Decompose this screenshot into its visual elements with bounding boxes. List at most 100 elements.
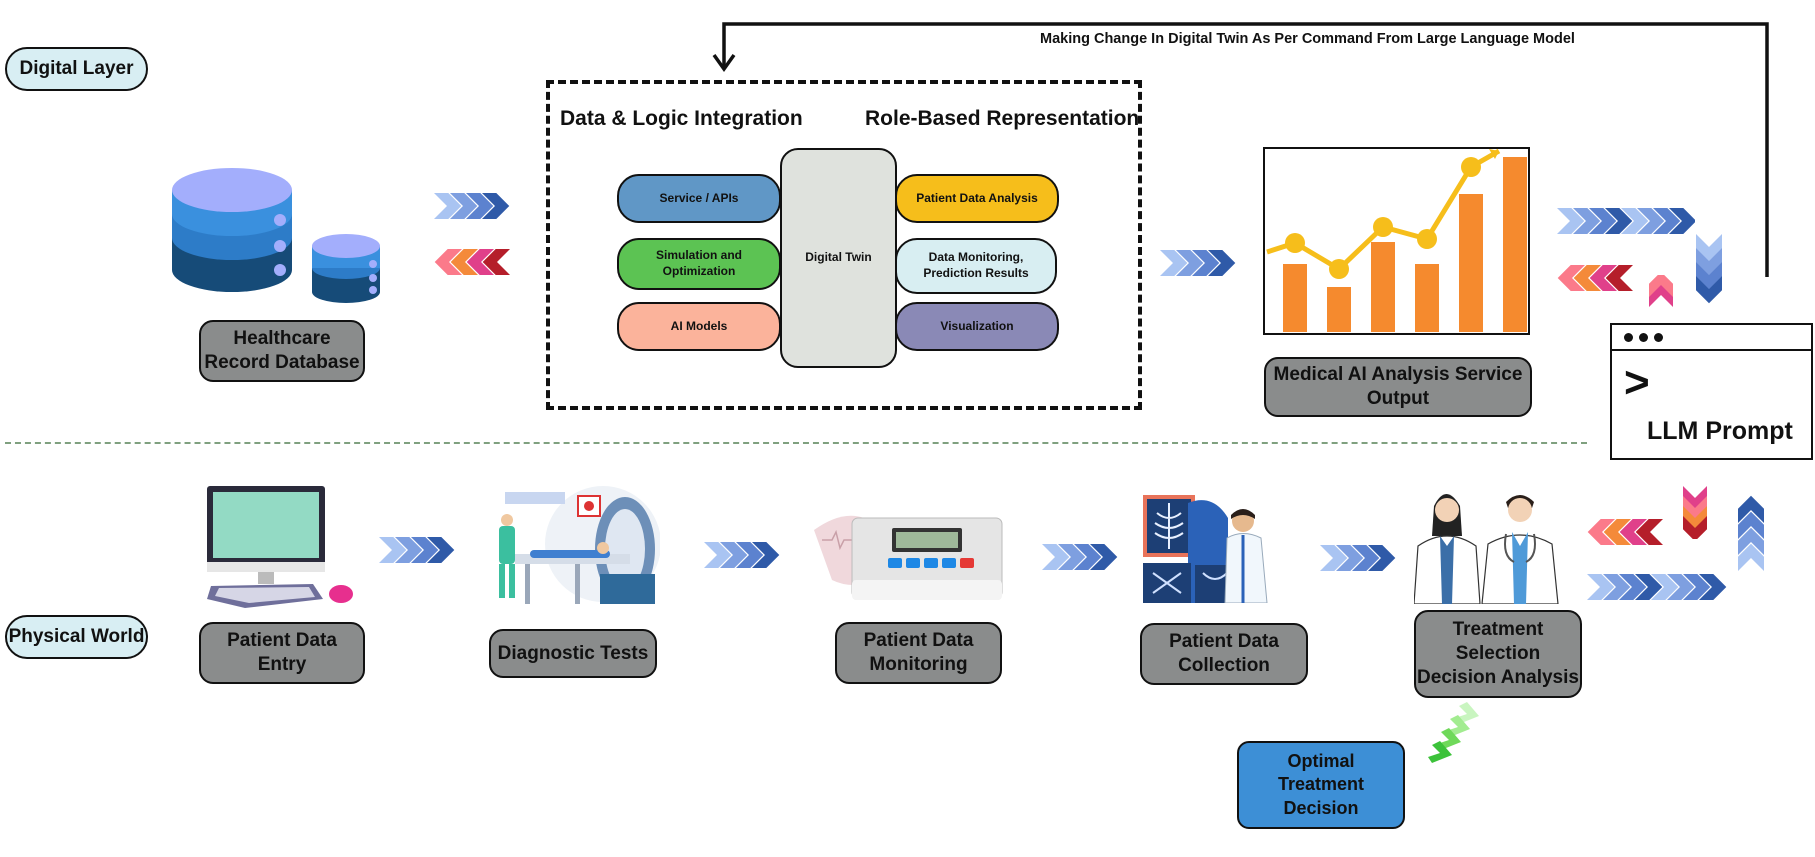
arrow-left-to-database-chevron-2 (450, 249, 478, 275)
arrow-to-ai-output-chevron-2 (1192, 250, 1220, 276)
feedback-arrow (712, 22, 1769, 277)
arrow-left-to-database-chevron-1 (466, 249, 494, 275)
arrow-right-to-integration-chevron-2 (466, 193, 494, 219)
arrow-left-to-database (434, 249, 510, 275)
arrow-llm-to-treatment-chevron-2 (1603, 519, 1631, 545)
chevron-up-small-icon-chevron-1 (1649, 275, 1673, 297)
chevron-down-stack-icon (1696, 234, 1722, 304)
arrow-right-to-integration-chevron-0 (434, 193, 462, 219)
ai-models-pill: AI Models (617, 302, 781, 351)
arrow-monitoring-to-collection-chevron-2 (1074, 544, 1102, 570)
chevron-down-stack-icon-chevron-1 (1696, 248, 1722, 276)
chevron-down-stack-icon-chevron-3 (1696, 276, 1722, 304)
arrow-to-llm-chevron-4 (1621, 208, 1649, 234)
xray-doctor-icon (1143, 495, 1268, 603)
arrow-from-llm-chevron-2 (1573, 265, 1601, 291)
arrow-to-llm-chevron-3 (1605, 208, 1633, 234)
arrow-tests-to-monitoring (704, 542, 780, 568)
chevron-up-blue-stack-icon (1738, 495, 1764, 571)
chevron-up-blue-stack-icon-chevron-1 (1738, 527, 1764, 555)
simulation-optimization-pill: Simulation and Optimization (617, 238, 781, 290)
arrow-treatment-to-llm-chevron-7 (1699, 574, 1727, 600)
arrow-collection-to-treatment-chevron-1 (1336, 545, 1364, 571)
prompt-cursor: > (1624, 358, 1650, 407)
patient-data-monitoring-label: Patient Data Monitoring (835, 622, 1002, 684)
arrow-to-llm-chevron-6 (1653, 208, 1681, 234)
arrow-from-llm-chevron-1 (1589, 265, 1617, 291)
visualization-pill: Visualization (895, 302, 1059, 351)
arrow-from-llm-chevron-3 (1557, 265, 1585, 291)
physical-world-label: Physical World (5, 615, 148, 659)
chevron-down-stack-icon-chevron-0 (1696, 234, 1722, 262)
integration-container (546, 80, 1142, 410)
arrow-treatment-to-llm-chevron-2 (1619, 574, 1647, 600)
arrow-right-to-integration-chevron-3 (482, 193, 510, 219)
arrow-to-ai-output (1160, 250, 1236, 276)
mri-scanner-icon (499, 486, 660, 604)
arrow-treatment-to-llm-chevron-0 (1587, 574, 1615, 600)
arrow-tests-to-monitoring-chevron-0 (704, 542, 732, 568)
arrow-tests-to-monitoring-chevron-1 (720, 542, 748, 568)
arrow-to-llm (1557, 208, 1695, 234)
arrow-to-llm-chevron-1 (1573, 208, 1601, 234)
healthcare-database-label: Healthcare Record Database (199, 320, 365, 382)
arrow-collection-to-treatment-chevron-0 (1320, 545, 1348, 571)
optimal-treatment-decision: Optimal Treatment Decision (1237, 741, 1405, 829)
arrow-entry-to-tests (379, 537, 455, 563)
arrow-entry-to-tests-chevron-1 (395, 537, 423, 563)
arrow-tests-to-monitoring-chevron-2 (736, 542, 764, 568)
arrow-llm-to-treatment-chevron-0 (1635, 519, 1663, 545)
chevron-up-blue-stack-icon-chevron-0 (1738, 543, 1764, 571)
arrow-from-llm-chevron-0 (1605, 265, 1633, 291)
service-apis-pill: Service / APIs (617, 174, 781, 223)
diagnostic-tests-label: Diagnostic Tests (489, 629, 657, 678)
ai-output-label: Medical AI Analysis Service Output (1264, 357, 1532, 417)
arrow-treatment-to-llm-chevron-1 (1603, 574, 1631, 600)
arrow-llm-to-treatment-chevron-1 (1619, 519, 1647, 545)
feedback-label: Making Change In Digital Twin As Per Com… (1040, 31, 1575, 47)
arrow-to-llm-chevron-2 (1589, 208, 1617, 234)
arrow-monitoring-to-collection-chevron-0 (1042, 544, 1070, 570)
arrow-treatment-to-llm (1587, 574, 1727, 600)
arrow-llm-to-treatment (1587, 519, 1663, 545)
arrow-treatment-to-llm-chevron-4 (1651, 574, 1679, 600)
database-icon (172, 168, 380, 303)
digital-layer-label: Digital Layer (5, 47, 148, 91)
arrow-collection-to-treatment-chevron-2 (1352, 545, 1380, 571)
arrow-from-llm (1557, 265, 1633, 291)
arrow-treatment-to-llm-chevron-3 (1635, 574, 1663, 600)
terminal-window-icon: > LLM Prompt (1610, 323, 1813, 460)
arrow-collection-to-treatment-chevron-3 (1368, 545, 1396, 571)
arrow-to-llm-chevron-5 (1637, 208, 1665, 234)
patient-data-entry-label: Patient Data Entry (199, 622, 365, 684)
patient-data-analysis-pill: Patient Data Analysis (895, 174, 1059, 223)
chevron-down-pink-icon (1683, 486, 1707, 539)
arrow-to-llm-chevron-0 (1557, 208, 1585, 234)
arrow-to-ai-output-chevron-3 (1208, 250, 1236, 276)
arrow-monitoring-to-collection-chevron-3 (1090, 544, 1118, 570)
chevron-down-stack-icon-chevron-2 (1696, 262, 1722, 290)
arrow-entry-to-tests-chevron-2 (411, 537, 439, 563)
arrow-to-decision-chevron-3 (1428, 741, 1452, 763)
chevron-up-blue-stack-icon-chevron-2 (1738, 511, 1764, 539)
data-monitoring-pill: Data Monitoring, Prediction Results (895, 238, 1057, 294)
arrow-llm-to-treatment-chevron-3 (1587, 519, 1615, 545)
llm-prompt-label: LLM Prompt (1647, 417, 1793, 445)
arrow-left-to-database-chevron-3 (434, 249, 462, 275)
patient-data-collection-label: Patient Data Collection (1140, 623, 1308, 685)
arrow-right-to-integration (434, 193, 510, 219)
arrow-to-llm-chevron-7 (1669, 208, 1695, 234)
data-logic-heading: Data & Logic Integration (560, 107, 803, 130)
chevron-down-pink-icon-chevron-3 (1683, 516, 1707, 539)
arrow-to-decision (1428, 702, 1479, 763)
arrow-left-to-database-chevron-0 (482, 249, 510, 275)
treatment-selection-label: Treatment Selection Decision Analysis (1414, 610, 1582, 698)
chevron-up-small-icon (1649, 275, 1673, 307)
arrow-monitoring-to-collection (1042, 544, 1118, 570)
arrow-entry-to-tests-chevron-0 (379, 537, 407, 563)
layer-divider (5, 442, 1587, 444)
bar-chart-icon (1263, 147, 1530, 335)
monitor-device-icon (814, 515, 1003, 600)
arrow-tests-to-monitoring-chevron-3 (752, 542, 780, 568)
arrow-treatment-to-llm-chevron-6 (1683, 574, 1711, 600)
